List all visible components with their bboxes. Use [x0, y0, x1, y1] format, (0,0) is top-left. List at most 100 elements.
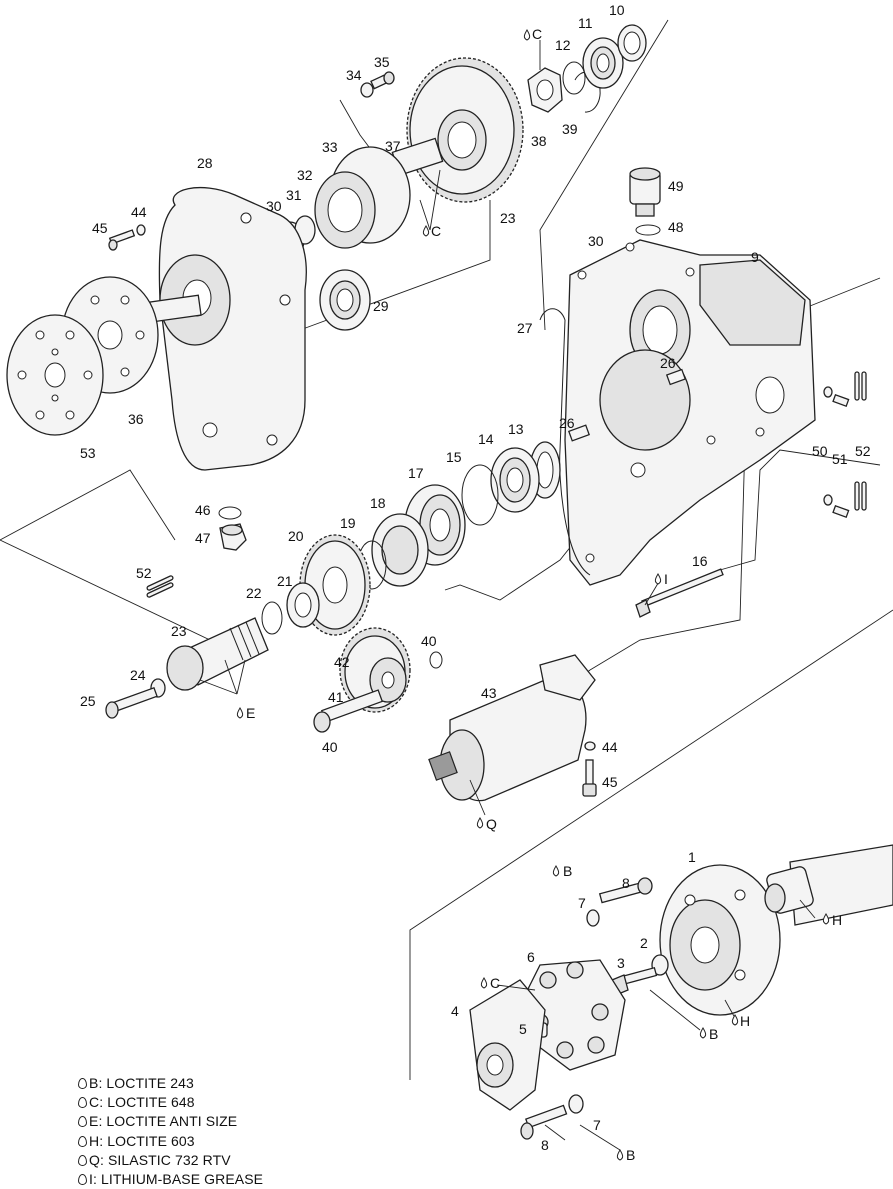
legend-row-I: I: LITHIUM-BASE GREASE: [78, 1170, 378, 1189]
callout-43: 43: [481, 685, 497, 701]
callout-33: 33: [322, 139, 338, 155]
legend-row-H: H: LOCTITE 603: [78, 1132, 378, 1151]
large-gear-23: [406, 57, 524, 203]
callout-25: 25: [80, 693, 96, 709]
drop-icon-H-lower: H: [731, 1013, 750, 1029]
svg-text:B: B: [626, 1147, 635, 1163]
needle-bearing-21: [286, 582, 320, 628]
svg-text:C: C: [431, 223, 441, 239]
callout-52-left: 52: [136, 565, 152, 581]
callout-40-right: 40: [421, 633, 437, 649]
callout-49: 49: [668, 178, 684, 194]
circlip-15: [461, 464, 499, 526]
callout-53: 53: [80, 445, 96, 461]
cover-28: [158, 187, 307, 471]
callout-46: 46: [195, 502, 211, 518]
gearbox-housing-9: [564, 239, 816, 586]
washer-40-right: [429, 651, 443, 669]
svg-text:Q: Q: [486, 816, 497, 832]
callout-36: 36: [128, 411, 144, 427]
washer-50-upper: [823, 386, 833, 398]
callout-28: 28: [197, 155, 213, 171]
callout-34: 34: [346, 67, 362, 83]
screw-51-lower: [832, 504, 850, 518]
o-ring-46: [218, 506, 242, 520]
callout-labels: 1 2 3 4 5 6 7 7 8 8 9 10 11 12 13 14 15 …: [80, 2, 871, 1153]
callout-45-lower: 45: [602, 774, 618, 790]
bearing-29: [319, 269, 371, 331]
drop-icon-B-bottom: B: [616, 1147, 635, 1163]
nut-38: [527, 67, 563, 113]
callout-16: 16: [692, 553, 708, 569]
ring-12: [562, 61, 586, 95]
washer-44-lower: [584, 741, 596, 751]
callout-3: 3: [617, 955, 625, 971]
bolt-8-top: [598, 877, 653, 904]
callout-18: 18: [370, 495, 386, 511]
callout-23-bottom: 23: [171, 623, 187, 639]
callout-26-lower: 26: [559, 415, 575, 431]
bearing-14: [490, 447, 540, 513]
screw-45-top: [108, 229, 136, 251]
washer-2: [651, 954, 669, 976]
breather-49: [629, 167, 661, 217]
callout-9: 9: [751, 249, 759, 265]
drop-icon-C-mid: C: [422, 223, 441, 239]
screw-45-lower: [582, 759, 597, 797]
pinion-shaft-23: [166, 617, 269, 691]
callout-5: 5: [519, 1021, 527, 1037]
drop-icon-I: I: [654, 571, 668, 587]
washer-7-bottom: [568, 1094, 584, 1114]
screw-25: [105, 686, 158, 719]
legend-row-C: C: LOCTITE 648: [78, 1093, 378, 1112]
drop-icon: [78, 1154, 87, 1166]
callout-1: 1: [688, 849, 696, 865]
callout-27: 27: [517, 320, 533, 336]
washer-22: [261, 601, 283, 635]
svg-text:C: C: [490, 975, 500, 991]
drop-icon: [78, 1174, 87, 1186]
callout-7-bottom: 7: [593, 1117, 601, 1133]
callout-29: 29: [373, 298, 389, 314]
callout-31: 31: [286, 187, 302, 203]
callout-37: 37: [385, 138, 401, 154]
callout-19: 19: [340, 515, 356, 531]
hub-18: [371, 513, 429, 587]
screw-35: [370, 71, 395, 90]
drop-icon: [78, 1135, 87, 1147]
seal-10: [617, 24, 647, 62]
screw-51-upper: [832, 393, 850, 407]
flange-53: [6, 314, 104, 436]
bolt-8-bottom: [520, 1104, 568, 1140]
callout-48: 48: [668, 219, 684, 235]
svg-text:I: I: [664, 571, 668, 587]
callout-30-left: 30: [266, 198, 282, 214]
svg-text:B: B: [709, 1026, 718, 1042]
drop-icon: [78, 1097, 87, 1109]
callout-35: 35: [374, 54, 390, 70]
drop-icon-E: E: [236, 705, 255, 721]
drop-icon-H-right: H: [822, 912, 842, 928]
bolt-3: [611, 966, 658, 996]
callout-26-upper: 26: [660, 355, 676, 371]
callout-30-right: 30: [588, 233, 604, 249]
callout-8-top: 8: [622, 875, 630, 891]
starter-motor-43: [428, 654, 596, 802]
callout-20: 20: [288, 528, 304, 544]
legend-row-B: B: LOCTITE 243: [78, 1074, 378, 1093]
callout-13: 13: [508, 421, 524, 437]
callout-38: 38: [531, 133, 547, 149]
pins-52-left: [146, 575, 174, 598]
callout-51: 51: [832, 451, 848, 467]
svg-text:H: H: [832, 912, 842, 928]
callout-32: 32: [297, 167, 313, 183]
callout-11: 11: [578, 15, 593, 31]
svg-text:C: C: [532, 26, 542, 42]
drop-icon-Q: Q: [476, 816, 497, 832]
compound-legend: B: LOCTITE 243 C: LOCTITE 648 E: LOCTITE…: [78, 1074, 378, 1189]
drop-icon: [78, 1078, 87, 1089]
shaft-41: [313, 689, 384, 733]
gasket-27: [539, 308, 591, 576]
bell-housing-1: [659, 864, 781, 1016]
drop-icon: [78, 1116, 87, 1128]
